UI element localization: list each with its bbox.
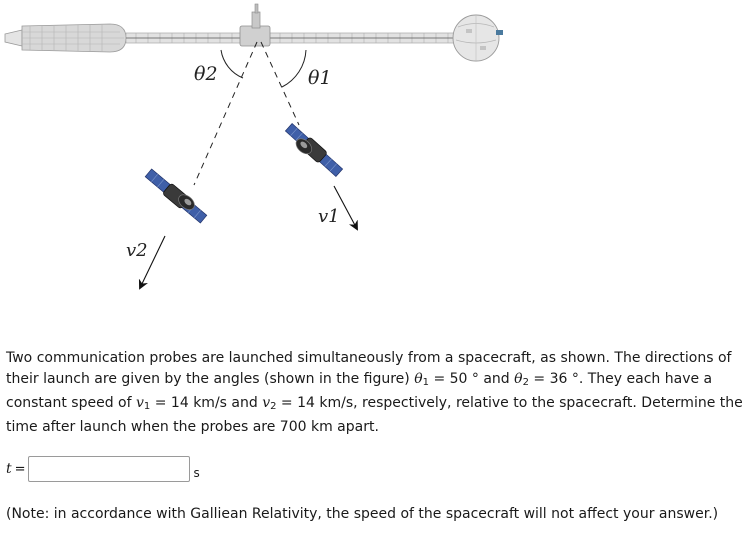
theta1-label: θ1 [308,67,332,89]
v1-arrow [333,185,358,231]
problem-text-intro: Two communication probes are launched si… [6,350,732,387]
satellite-probe-icon [284,123,344,177]
answer-input[interactable] [27,456,190,482]
answer-variable: t [6,461,12,477]
theta1-subscript: 1 [422,377,429,388]
v2-arrow [138,235,166,290]
theta2-label: θ2 [194,63,218,85]
v1-label: v1 [318,206,340,227]
v1-value: = 14 km/s and [150,395,263,411]
theta2-subscript: 2 [522,377,529,388]
note-text: (Note: in accordance with Galliean Relat… [6,506,719,522]
satellite-probe-icon [144,168,208,224]
probe-1-path [260,41,300,126]
answer-equals: = [14,461,26,477]
theta1-value: = 50 ° and [429,371,515,387]
v1-symbol: v [136,395,144,411]
v2-label: v2 [126,240,148,261]
answer-unit: s [193,466,200,480]
theta2-arc [220,49,244,79]
v2-value: = 14 km/s, respectively, relative to the… [6,395,743,435]
theta2-symbol: θ [514,371,523,387]
v1-subscript: 1 [143,401,151,412]
theta1-arc [281,49,307,88]
v2-symbol: v [262,395,271,411]
theta1-symbol: θ [414,371,423,387]
v2-subscript: 2 [270,401,277,412]
space-station-icon [4,3,503,62]
problem-statement: Two communication probes are launched si… [6,348,743,438]
theta2-value: = 36 °. They each have a constant speed … [6,371,713,411]
answer-row: t = s [6,454,200,484]
probe-2-path [193,41,258,186]
problem-figure: θ2 θ1 v1 v2 [4,3,503,290]
